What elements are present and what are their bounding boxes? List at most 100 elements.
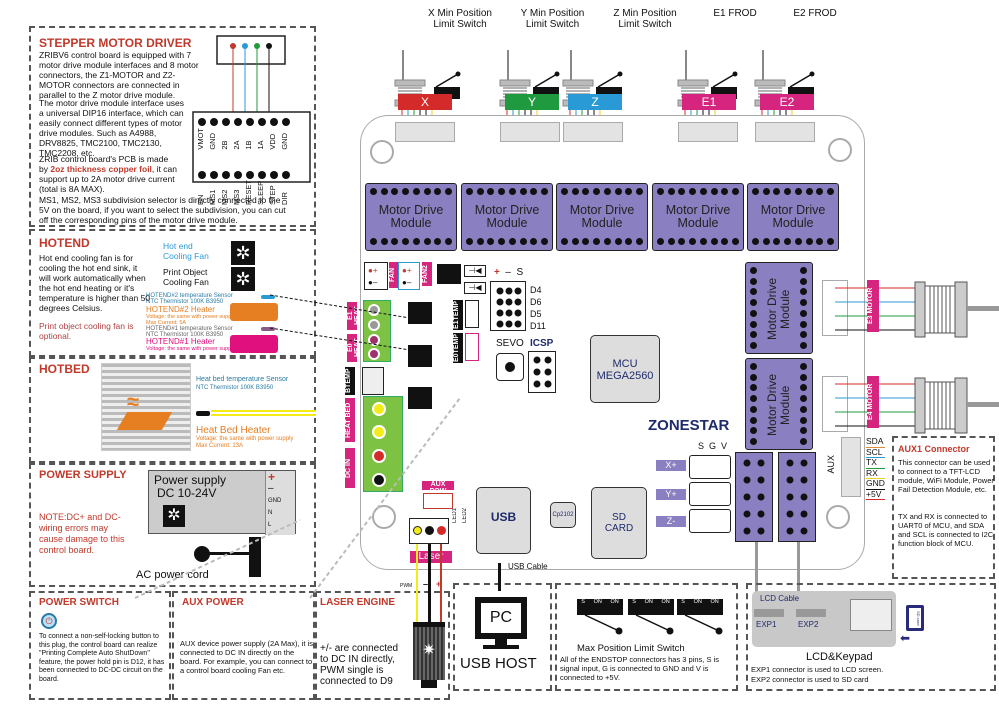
text: HOTEND#2 temperature Sensor [146,293,233,299]
lcd-line-1: EXP1 connector is used to LCD screen. [751,665,884,674]
term-label: L [268,522,272,528]
module-label: Motor Drive [378,203,444,217]
laser-text: +/- are connected to DC IN directly, PWM… [320,643,399,687]
fan2-connector[interactable]: ●+ ●– [398,262,420,290]
ac-cord [208,552,253,555]
term-label: GND [268,498,282,504]
text: NTC Thermistor 100K B3950 [196,385,274,391]
heat-bed-tag: HEAT BED [345,398,355,442]
exp1-label: EXP1 [756,620,777,629]
aux-pin: GND [866,478,885,490]
hotend-terminal-block[interactable] [363,300,391,362]
lcd-board: LCD Cable EXP1 EXP2 [752,591,896,647]
pin-label: EN [196,194,205,206]
panel-title: HOTEND [39,236,90,250]
endstop-connector-y[interactable] [689,482,731,506]
sensor1-probe [261,327,275,331]
e1-temp-connector[interactable] [465,300,479,328]
pin-label: VMOT [196,128,205,150]
lcd-cables [797,542,800,622]
exp1-socket [754,609,784,617]
module-label: Motor Drive [569,203,635,217]
e0-temp-tag: E0TEMP [453,333,463,363]
servo-header[interactable] [490,281,526,331]
text: HOTEND#1 Heater [146,337,215,346]
insert-arrow-icon: ⬅ [900,631,911,645]
stepper-text-3: ZRIB control board's PCB is made by 2oz … [39,154,179,194]
power-button-icon[interactable]: ⏻ [41,613,57,629]
panel-title: AUX1 Connector [898,444,970,454]
label-line: Limit Switch [618,19,672,30]
aux-pin: +5V [866,489,885,500]
laser-engine-panel: LASER ENGINE +/- are connected to DC IN … [315,591,450,700]
endstop-connector-z[interactable] [689,509,731,533]
connector-z[interactable] [563,122,623,142]
laser-connector[interactable] [409,518,449,544]
motor-drive-module-e3[interactable]: Motor Drive Module [745,262,813,354]
bed-wires [211,410,316,418]
exp1-connector[interactable] [735,452,773,542]
stepper-motor-driver-panel: STEPPER MOTOR DRIVER ZRIBV6 control boar… [29,26,316,227]
ac-switch[interactable] [249,537,261,577]
exp2-connector[interactable] [778,452,816,542]
text: NTC Thermistor 100K B3950 [146,299,224,305]
sw-pin: ON [593,599,602,605]
axis-bar-y: Y [505,94,559,110]
module-label: Module [390,216,432,230]
axis-bar-x: X [398,94,452,110]
sd-card-slot[interactable]: SD CARD [591,487,647,559]
aux-pow-connector[interactable] [423,493,453,509]
usb-host-panel: PC USB HOST [453,563,552,691]
laser-wire-vcc [440,544,442,622]
connector-y[interactable] [500,122,560,142]
fan1-label: Hot end Cooling Fan [163,241,209,261]
e4-connector[interactable] [822,376,848,432]
hotbed-panel: HOTBED ≈ Heat bed temperature Sensor NTC… [29,357,316,463]
connector-x[interactable] [395,122,455,142]
panel-title: HOTBED [39,362,90,376]
sgv-label: SGV [698,441,732,451]
power-supply-panel: POWER SUPPLY Power supply DC 10-24V ✲ + … [29,463,316,587]
bed-temp-connector[interactable] [362,367,384,395]
e4-motor-tag: E4 MOTOR [867,376,879,428]
sw-pin: ON [661,599,670,605]
label-line: X Min Position [428,8,492,19]
copper-highlight: 2oz thickness copper foil [50,164,152,174]
e3-connector[interactable] [822,280,848,336]
pin-label: STEP [268,185,277,206]
endstop-connector-x[interactable] [689,455,731,479]
e0-temp-connector[interactable] [465,333,479,361]
sensor2-label: HOTEND#2 temperature Sensor NTC Thermist… [146,293,233,305]
lcd-title: LCD&Keypad [806,651,873,663]
module-label: Module [778,289,792,329]
panel-title: STEPPER MOTOR DRIVER [39,36,192,50]
hotend-text-2: Print object cooling fan is optional. [39,321,134,341]
aux-connector[interactable] [841,437,861,497]
text: NTC Thermistor 100K B3950 [146,332,224,338]
bed-dcin-terminal-block[interactable] [363,396,403,492]
reset-button[interactable] [496,353,524,381]
sensor2-probe [261,295,275,299]
icsp-header[interactable] [528,351,556,393]
module-label: Motor Drive [665,203,731,217]
connector-e1[interactable] [678,122,738,142]
connector-e2[interactable] [755,122,815,142]
text: HOTEND#2 Heater [146,305,215,314]
pin-label: GND [280,133,289,150]
usb-port[interactable]: USB [476,487,531,554]
usb-cable [498,563,501,591]
panel-title: POWER SWITCH [39,597,119,608]
fan-connector[interactable]: ●+ ●– [364,262,388,290]
aux-label: AUX [826,455,836,474]
dip-bottom-pins: EN MS1 MS2 MS3 RESET SLEEP STEP DIR [196,180,289,205]
e1-temp-tag: E1TEMP [453,300,463,330]
lcd-cables [755,542,758,622]
motor-drive-module-e4[interactable]: Motor Drive Module [745,358,813,450]
